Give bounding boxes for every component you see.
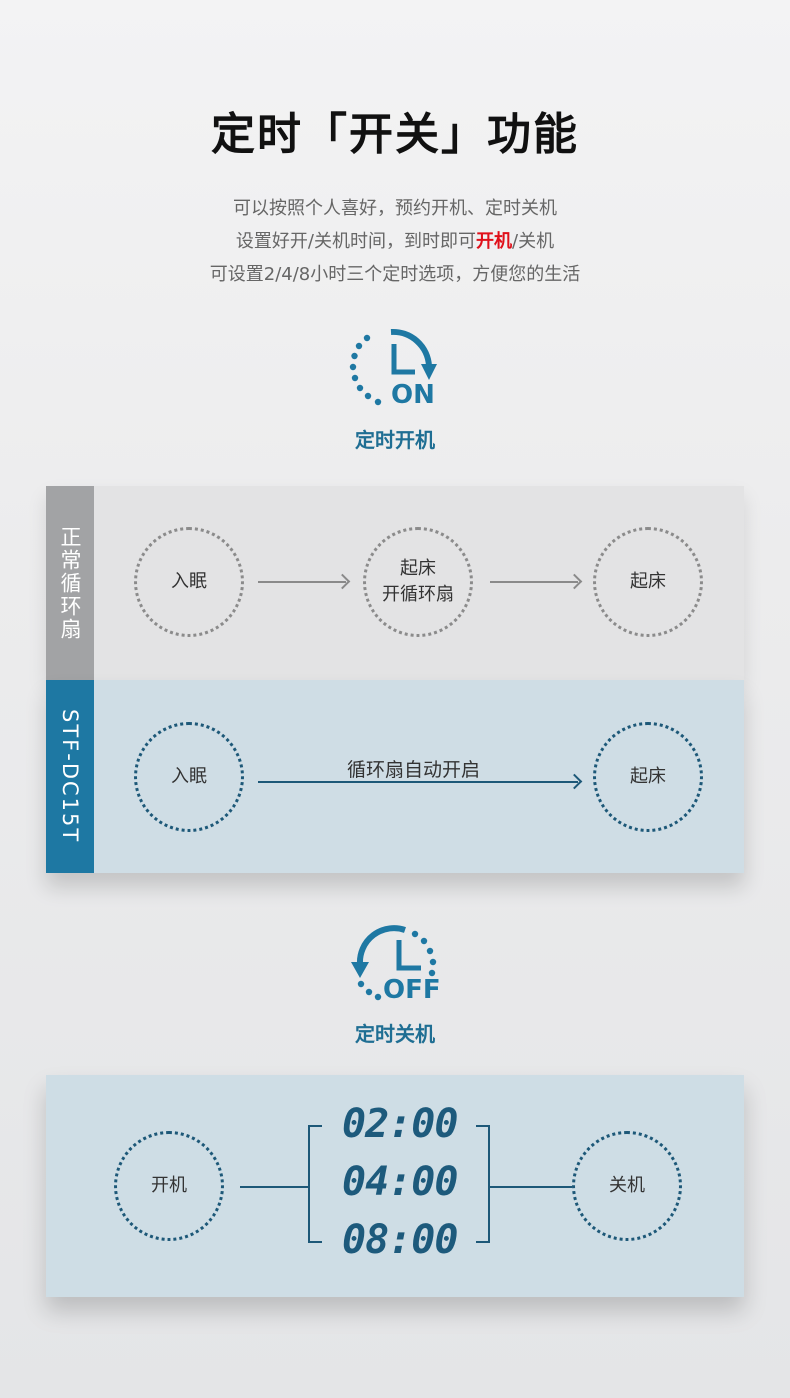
wakeup-circle: 起床 <box>593 722 703 832</box>
description-line-3: 可设置2/4/8小时三个定时选项，方便您的生活 <box>209 264 581 285</box>
model-side-label: STF-DC15T <box>46 680 94 873</box>
bracket-left <box>308 1125 310 1243</box>
timer-off-label: 定时关机 <box>355 1022 435 1046</box>
off-icon-text: OFF <box>383 975 441 1005</box>
clock-forward-icon <box>349 328 437 406</box>
timer-off-panel: 开机 02:00 04:00 08:00 关机 <box>46 1075 744 1297</box>
power-off-circle: 关机 <box>572 1131 682 1241</box>
bracket-right-top <box>476 1125 490 1127</box>
timer-option-4h: 04:00 <box>342 1159 458 1205</box>
description-highlight: 开机 <box>476 231 512 252</box>
power-on-circle: 开机 <box>114 1131 224 1241</box>
normal-fan-side-label: 正常循环扇 <box>46 486 94 680</box>
wakeup-circle: 起床 <box>593 527 703 637</box>
on-icon-text: ON <box>391 380 435 410</box>
timer-option-2h: 02:00 <box>342 1101 458 1147</box>
clock-backward-icon <box>351 925 437 1001</box>
connector-line-right <box>488 1186 572 1188</box>
arrow-right-icon <box>490 581 578 583</box>
auto-on-label: 循环扇自动开启 <box>347 759 481 781</box>
bracket-right <box>488 1125 490 1243</box>
description-line-2: 设置好开/关机时间，到时即可开机/关机 <box>0 227 790 253</box>
bracket-left-top <box>308 1125 322 1127</box>
connector-line-left <box>240 1186 310 1188</box>
description-line-1: 可以按照个人喜好，预约开机、定时关机 <box>233 198 557 219</box>
description-line-2-prefix: 设置好开/关机时间，到时即可 <box>235 231 476 252</box>
page-title: 定时「开关」功能 <box>211 109 579 160</box>
model-fan-panel: STF-DC15T 入眠 循环扇自动开启 起床 <box>46 680 744 873</box>
description-line-2-suffix: /关机 <box>512 231 555 252</box>
wakeup-turn-on-circle: 起床 开循环扇 <box>363 527 473 637</box>
normal-fan-panel: 正常循环扇 入眠 起床 开循环扇 起床 <box>46 486 744 680</box>
sleep-circle: 入眠 <box>134 527 244 637</box>
arrow-right-icon <box>258 581 346 583</box>
bracket-left-bottom <box>308 1241 322 1243</box>
arrow-right-icon <box>258 781 578 783</box>
timer-option-8h: 08:00 <box>342 1217 458 1263</box>
bracket-right-bottom <box>476 1241 490 1243</box>
sleep-circle: 入眠 <box>134 722 244 832</box>
timer-on-label: 定时开机 <box>355 428 435 452</box>
